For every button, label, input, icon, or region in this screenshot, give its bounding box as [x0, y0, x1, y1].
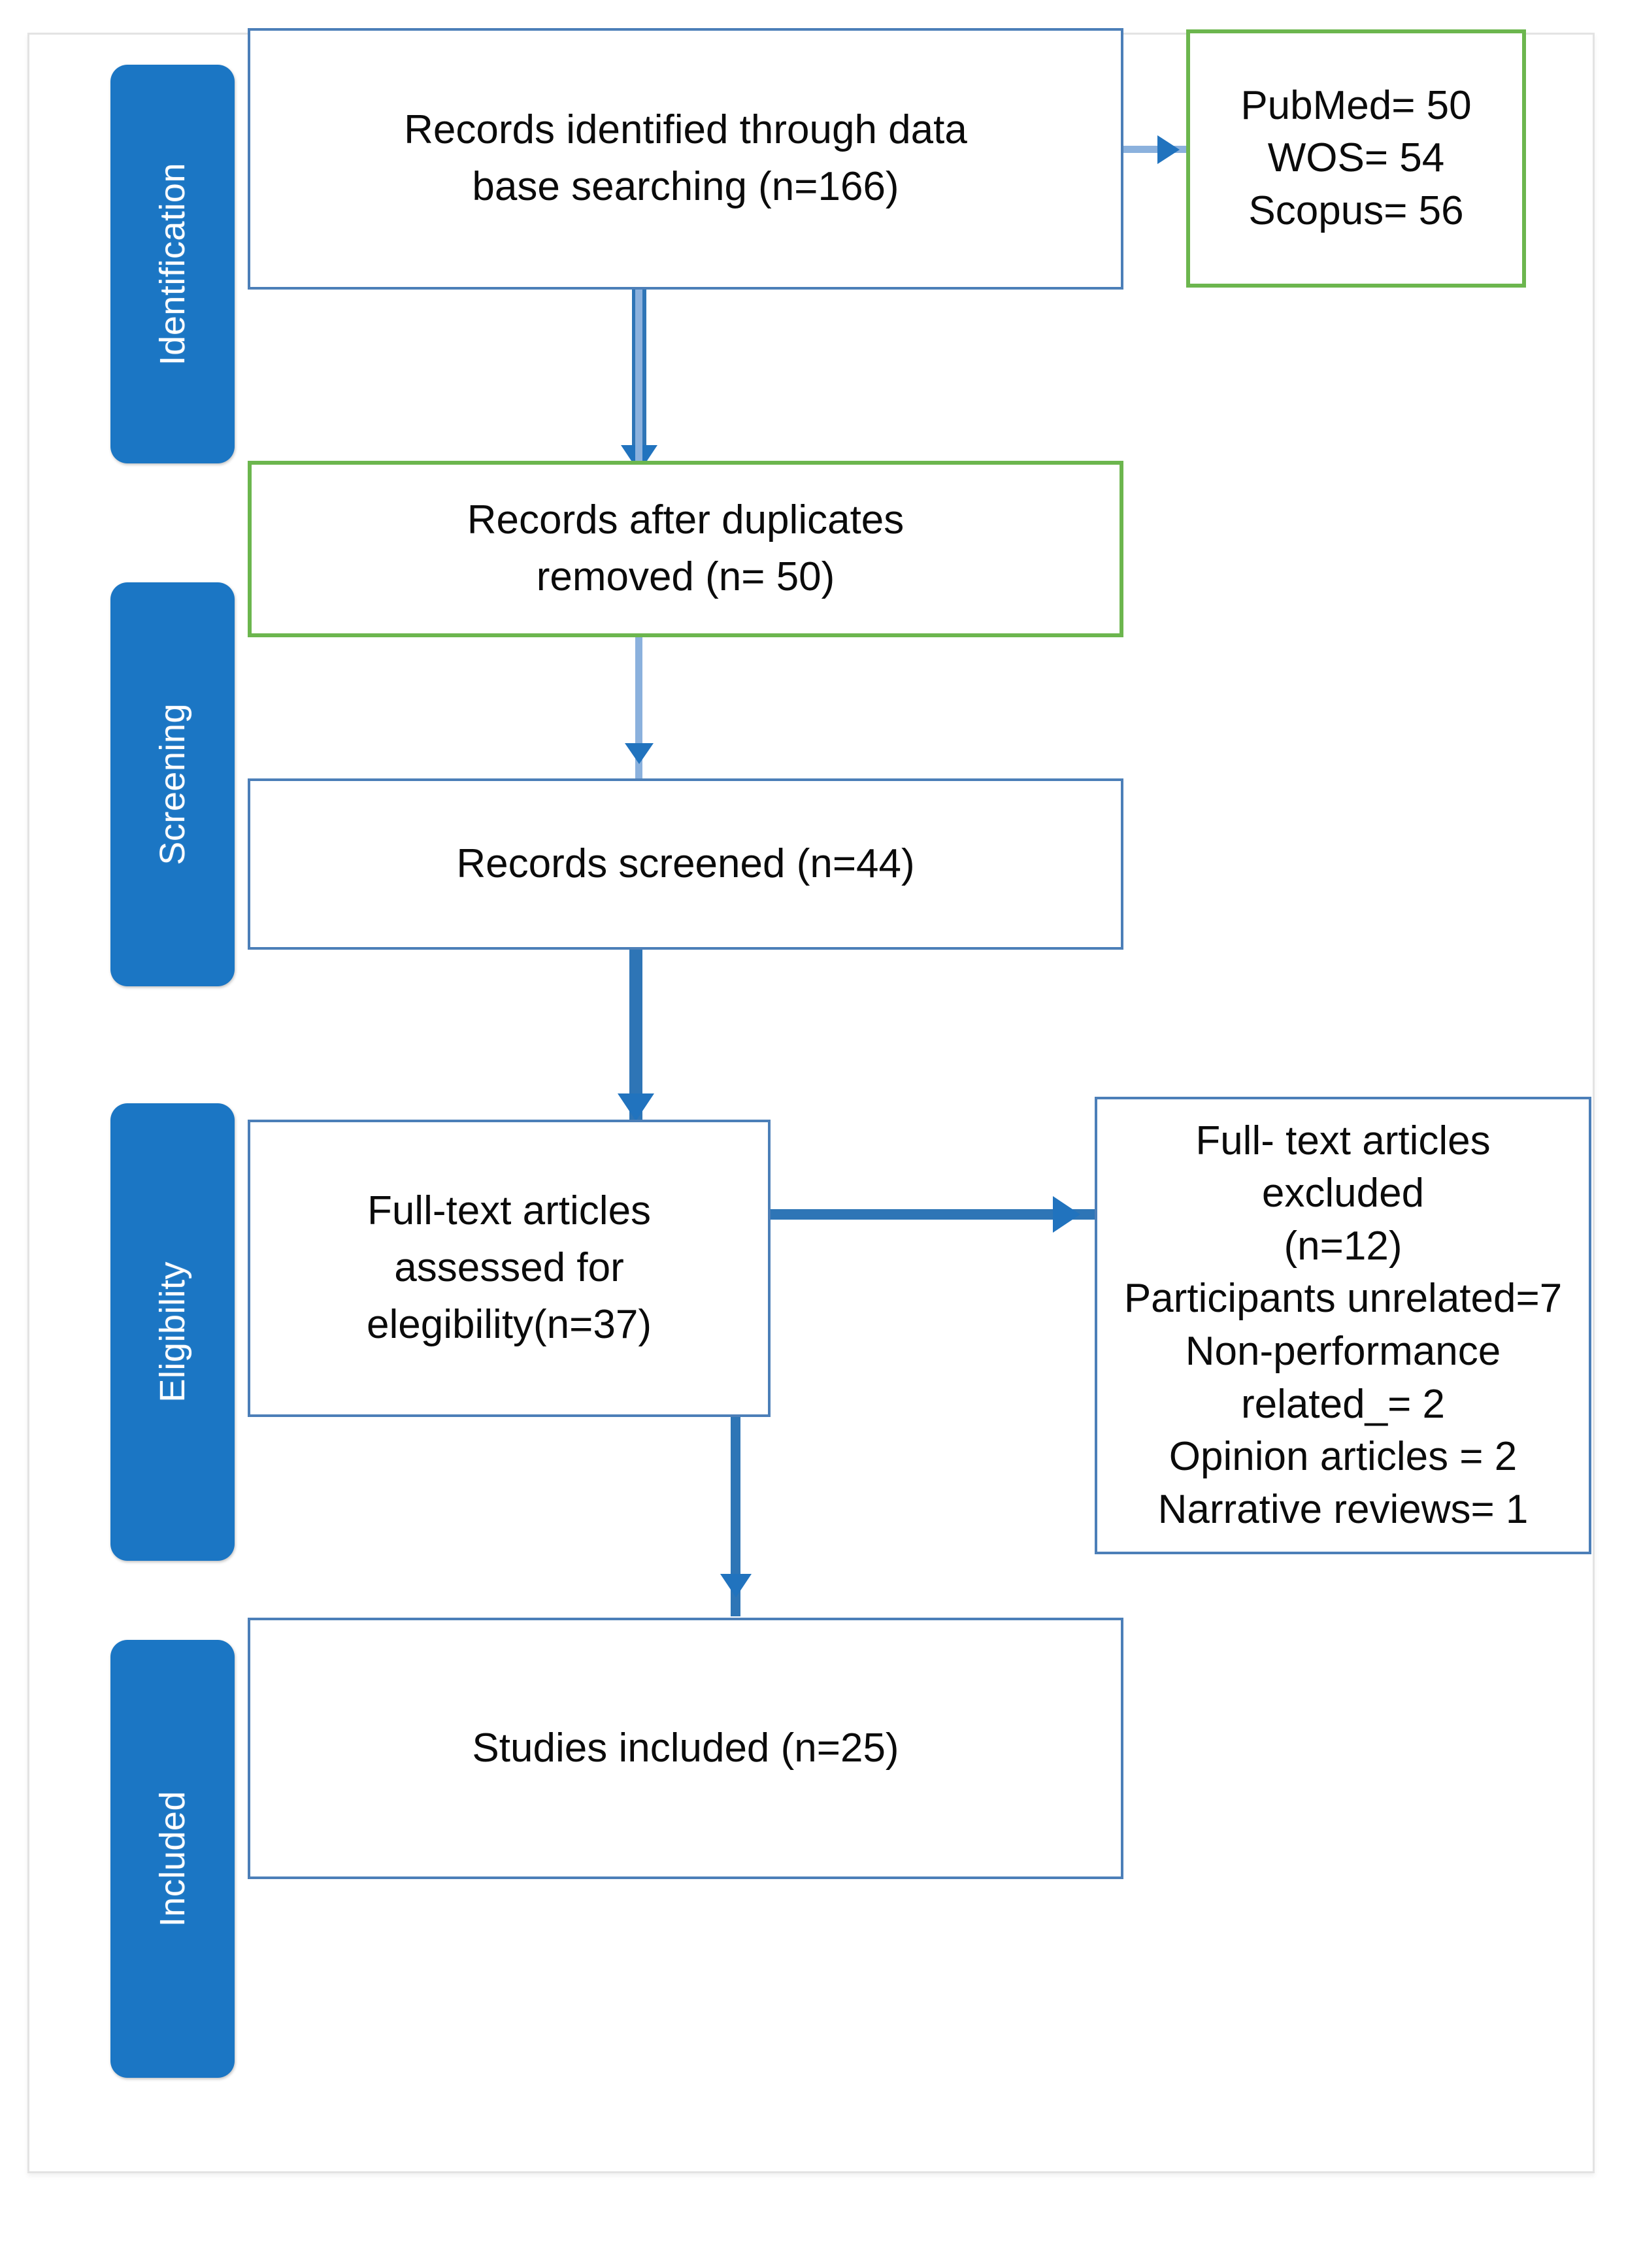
- connector-fulltext-to-excluded: [767, 1209, 1100, 1220]
- stage-bar-included: Included: [110, 1640, 235, 2078]
- box-fulltext-excluded-text: Full- text articles excluded (n=12) Part…: [1123, 1118, 1563, 1532]
- box-records-identified: Records identified through data base sea…: [248, 28, 1123, 290]
- stage-bar-eligibility: Eligibility: [110, 1103, 235, 1561]
- connector-identified-to-databases: [1122, 146, 1186, 153]
- arrowhead-right-databases: [1157, 135, 1180, 164]
- box-records-screened: Records screened (n=44): [248, 778, 1123, 950]
- stage-label-eligibility: Eligibility: [153, 1261, 192, 1403]
- stage-label-identification: Identification: [153, 162, 192, 366]
- box-duplicates-removed: Records after duplicates removed (n= 50): [248, 461, 1123, 637]
- box-studies-included-text: Studies included (n=25): [472, 1725, 899, 1771]
- arrowhead-down-fulltext: [618, 1093, 654, 1121]
- box-studies-included: Studies included (n=25): [248, 1618, 1123, 1879]
- stage-bar-screening: Screening: [110, 582, 235, 986]
- arrowhead-down-screened: [625, 743, 654, 764]
- box-fulltext-assessed-text: Full-text articles assessed for elegibil…: [367, 1188, 652, 1347]
- box-database-counts: PubMed= 50 WOS= 54 Scopus= 56: [1186, 29, 1526, 288]
- arrowhead-right-excluded: [1053, 1196, 1080, 1233]
- stage-bar-identification: Identification: [110, 65, 235, 463]
- arrowhead-down-included: [720, 1574, 752, 1597]
- stage-label-screening: Screening: [153, 703, 192, 865]
- box-duplicates-removed-text: Records after duplicates removed (n= 50): [467, 497, 904, 599]
- box-fulltext-excluded: Full- text articles excluded (n=12) Part…: [1095, 1097, 1591, 1554]
- stage-label-included: Included: [153, 1790, 192, 1927]
- box-records-screened-text: Records screened (n=44): [456, 841, 915, 886]
- box-database-counts-text: PubMed= 50 WOS= 54 Scopus= 56: [1240, 82, 1472, 233]
- page-frame: Identification Screening Eligibility Inc…: [27, 28, 1595, 2173]
- connector-fulltext-to-included: [731, 1355, 740, 1616]
- box-fulltext-assessed: Full-text articles assessed for elegibil…: [248, 1120, 771, 1417]
- box-records-identified-text: Records identified through data base sea…: [404, 107, 967, 209]
